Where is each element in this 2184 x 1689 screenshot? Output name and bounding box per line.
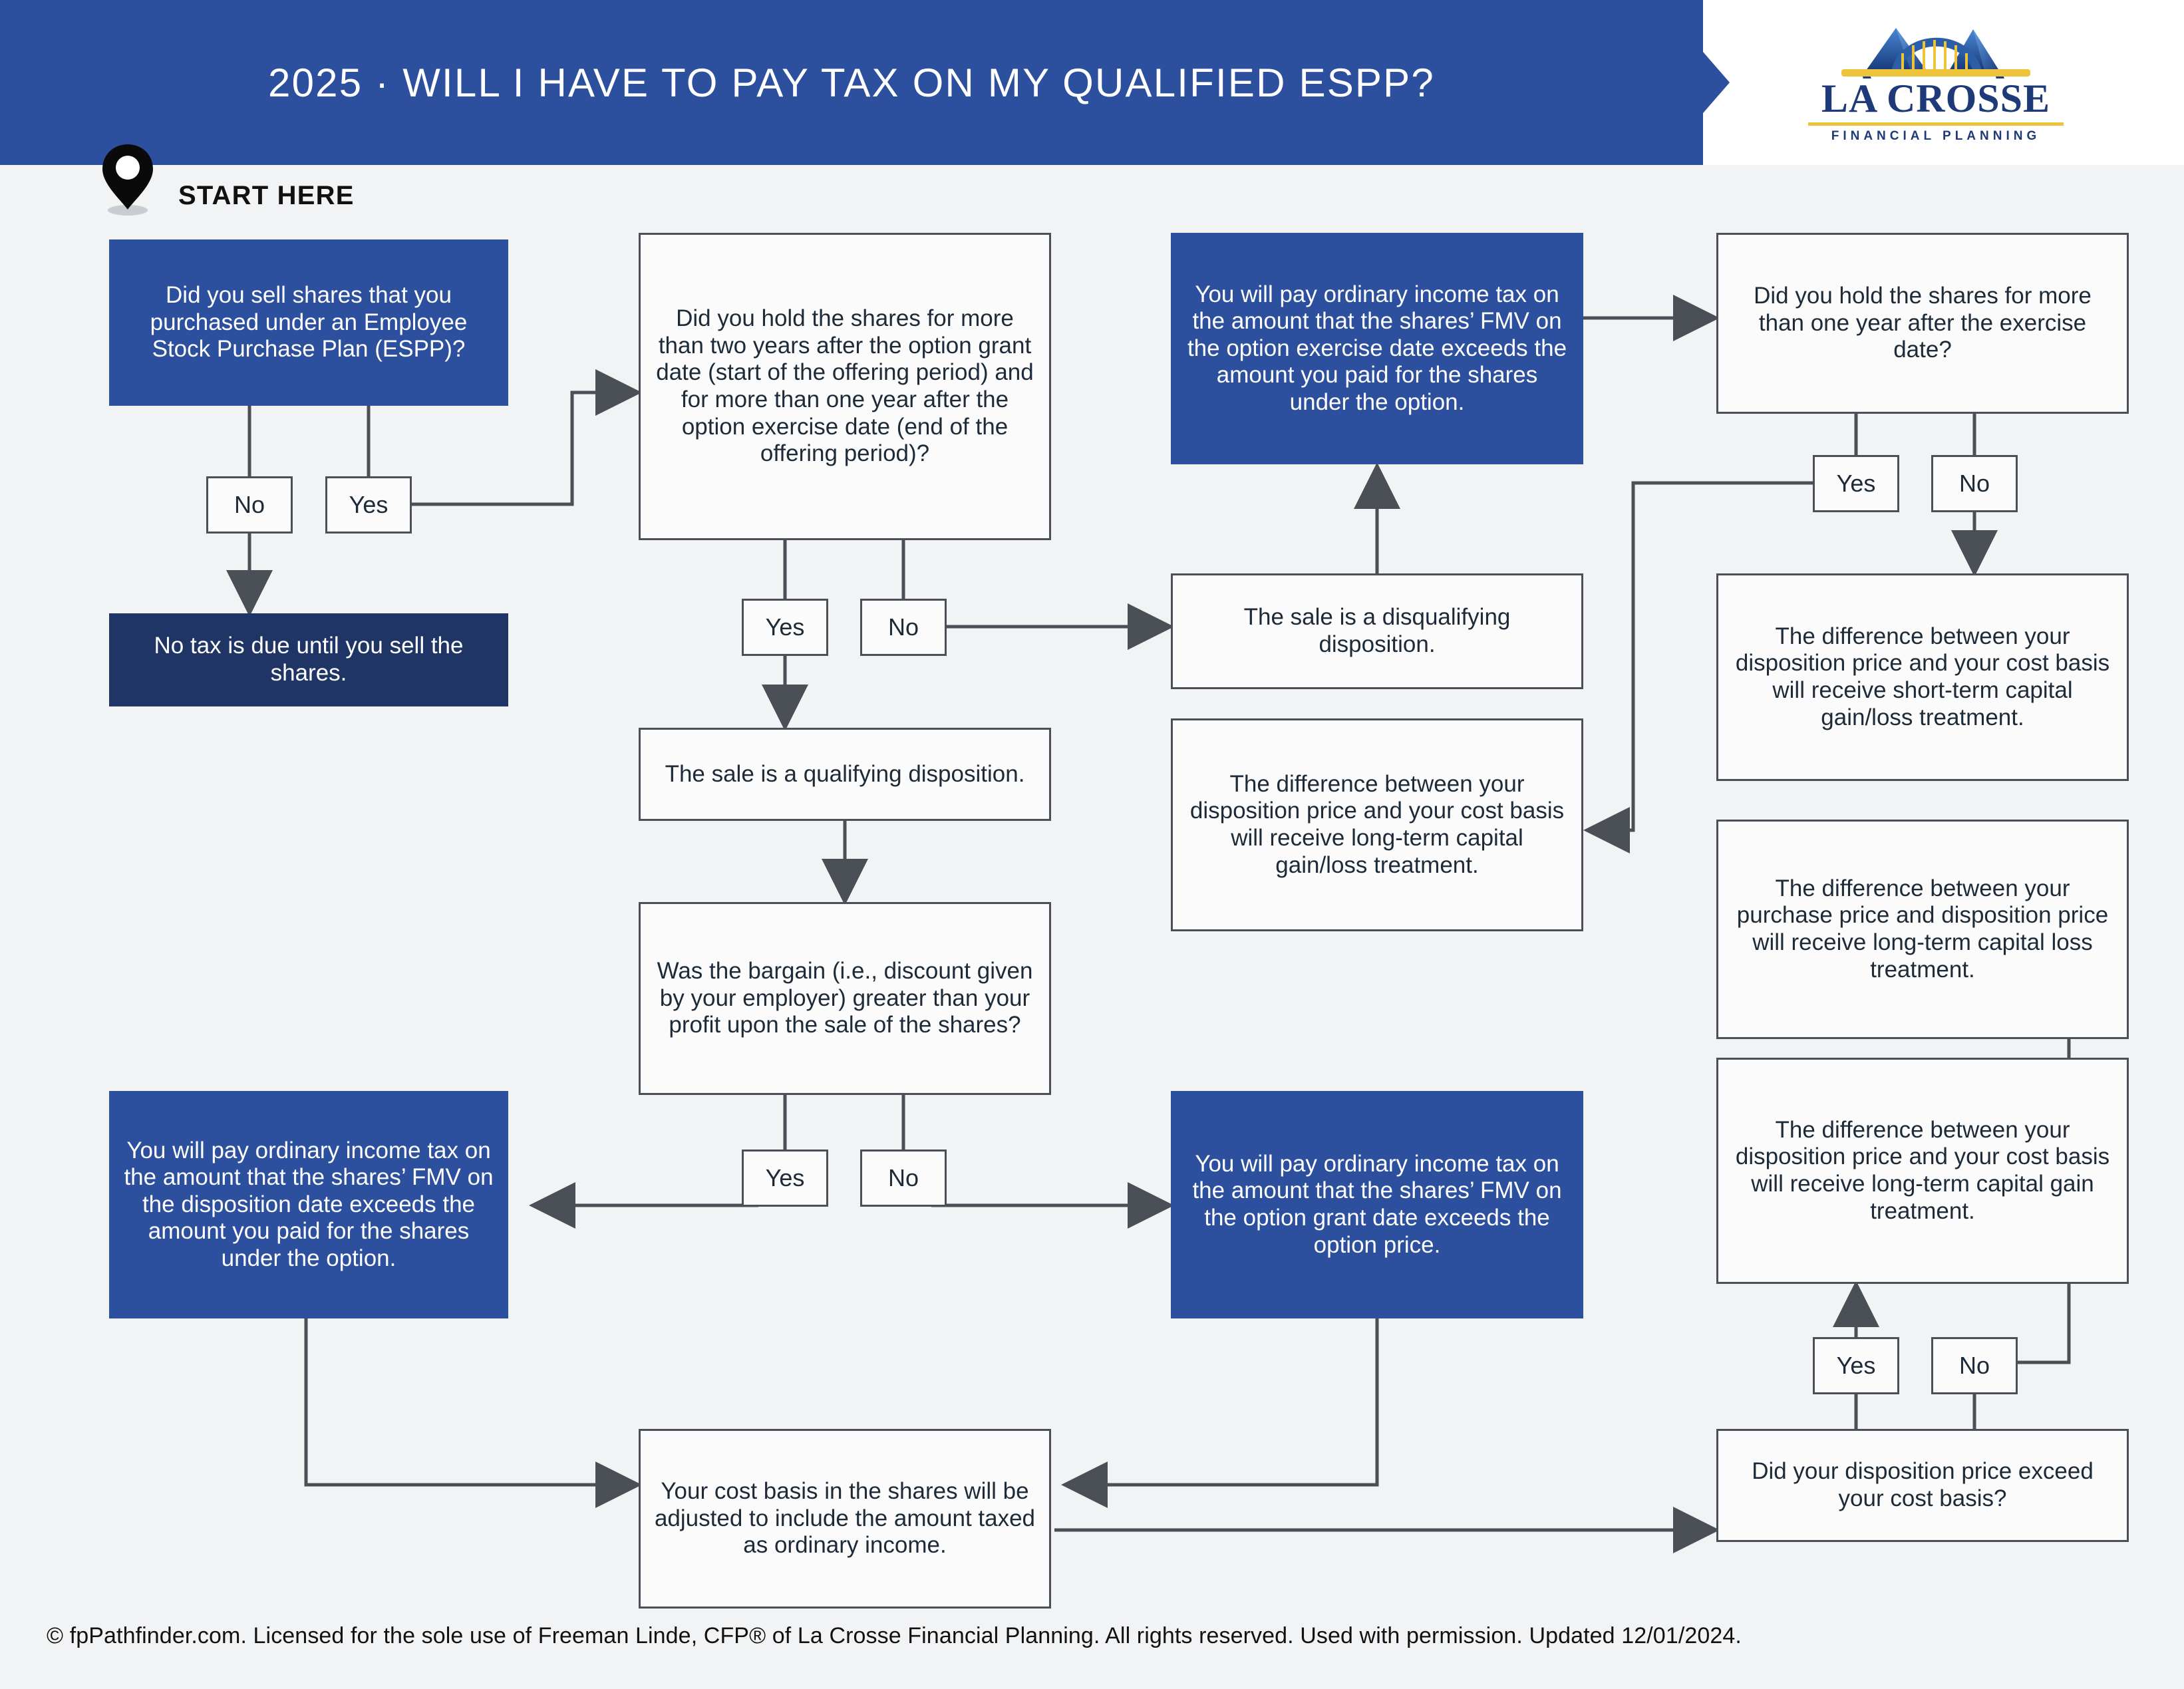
question-bargain-vs-profit[interactable]: Was the bargain (i.e., discount given by… [639, 902, 1051, 1095]
outcome-long-term-gain-loss-disqualifying[interactable]: The difference between your disposition … [1171, 718, 1583, 931]
question-disposition-exceeds-basis[interactable]: Did your disposition price exceed your c… [1716, 1429, 2129, 1542]
start-here-label: START HERE [178, 181, 355, 210]
outcome-ordinary-income-exercise-fmv[interactable]: You will pay ordinary income tax on the … [1171, 233, 1583, 464]
bridge-logo-icon [1841, 28, 2030, 94]
answer-exceed-yes[interactable]: Yes [1813, 1337, 1899, 1394]
answer-holding-no[interactable]: No [860, 599, 947, 656]
outcome-short-term-gain-loss[interactable]: The difference between your disposition … [1716, 573, 2129, 781]
outcome-long-term-capital-loss[interactable]: The difference between your purchase pri… [1716, 820, 2129, 1039]
outcome-cost-basis-adjusted[interactable]: Your cost basis in the shares will be ad… [639, 1429, 1051, 1609]
footer-copyright: © fpPathfinder.com. Licensed for the sol… [47, 1623, 1742, 1648]
logo-wordmark: LA CROSSE [1821, 77, 2051, 120]
page-title: 2025 · WILL I HAVE TO PAY TAX ON MY QUAL… [268, 60, 1435, 105]
question-held-one-year[interactable]: Did you hold the shares for more than on… [1716, 233, 2129, 414]
answer-sold-no[interactable]: No [206, 476, 293, 534]
answer-bargain-no[interactable]: No [860, 1150, 947, 1207]
header-banner-arrow-tip [1703, 52, 1730, 113]
outcome-ordinary-income-disposition-fmv[interactable]: You will pay ordinary income tax on the … [109, 1091, 508, 1318]
answer-sold-yes[interactable]: Yes [325, 476, 412, 534]
footer-band [0, 1595, 2184, 1689]
la-crosse-logo: LA CROSSE FINANCIAL PLANNING [1796, 12, 2076, 148]
answer-oneyear-yes[interactable]: Yes [1813, 455, 1899, 512]
question-holding-period[interactable]: Did you hold the shares for more than tw… [639, 233, 1051, 540]
answer-oneyear-no[interactable]: No [1931, 455, 2018, 512]
logo-divider [1808, 122, 2064, 126]
outcome-ordinary-income-grant-fmv[interactable]: You will pay ordinary income tax on the … [1171, 1091, 1583, 1318]
answer-bargain-yes[interactable]: Yes [742, 1150, 828, 1207]
outcome-no-tax-due[interactable]: No tax is due until you sell the shares. [109, 613, 508, 706]
header-banner [0, 0, 1703, 165]
logo-tagline: FINANCIAL PLANNING [1831, 129, 2041, 143]
question-sold-espp[interactable]: Did you sell shares that you purchased u… [109, 239, 508, 406]
map-pin-icon [101, 143, 154, 216]
outcome-qualifying-disposition[interactable]: The sale is a qualifying disposition. [639, 728, 1051, 821]
outcome-disqualifying-disposition[interactable]: The sale is a disqualifying disposition. [1171, 573, 1583, 689]
answer-exceed-no[interactable]: No [1931, 1337, 2018, 1394]
answer-holding-yes[interactable]: Yes [742, 599, 828, 656]
outcome-long-term-capital-gain[interactable]: The difference between your disposition … [1716, 1058, 2129, 1284]
